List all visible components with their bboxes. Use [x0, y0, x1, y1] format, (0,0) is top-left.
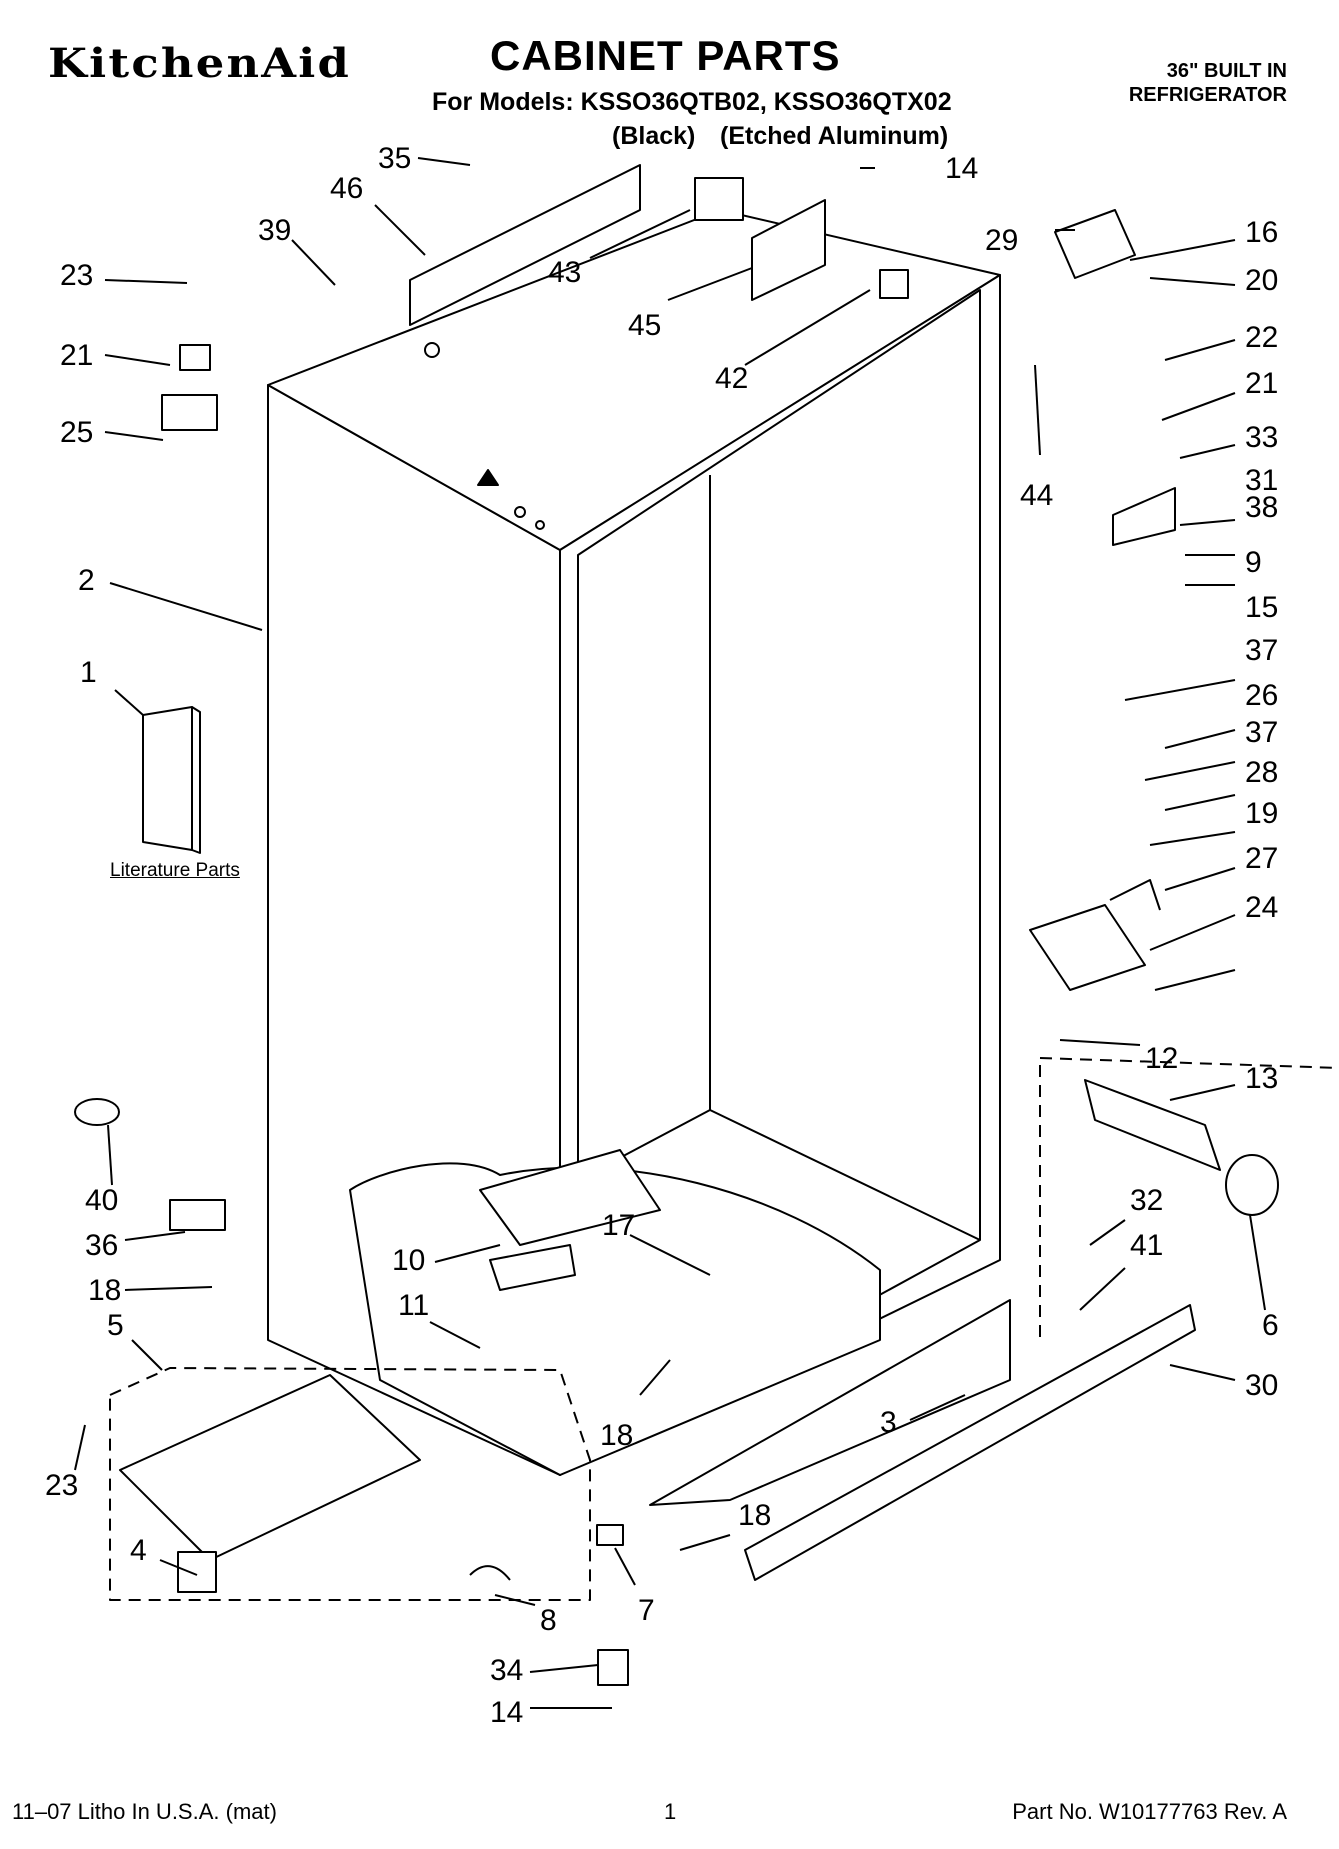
callout-1: 1 — [80, 656, 97, 689]
callout-38: 38 — [1245, 491, 1278, 524]
callout-36: 36 — [85, 1229, 118, 1262]
variant-aluminum: (Etched Aluminum) — [720, 122, 949, 150]
callout-21: 21 — [60, 339, 93, 372]
footer-litho: 11–07 Litho In U.S.A. (mat) — [12, 1799, 277, 1824]
callout-14: 14 — [945, 152, 978, 185]
water-filter — [1084, 1079, 1221, 1171]
literature-booklet — [142, 706, 193, 851]
callout-4: 4 — [130, 1534, 147, 1567]
callout-34: 34 — [490, 1654, 523, 1687]
callout-12: 12 — [1145, 1042, 1178, 1075]
product-type-line1: 36" BUILT IN — [1166, 60, 1287, 82]
callout-16: 16 — [1245, 216, 1278, 249]
callout-11: 11 — [398, 1289, 429, 1322]
leveling-rail — [119, 1374, 421, 1561]
callout-8: 8 — [540, 1604, 557, 1637]
product-type-line2: REFRIGERATOR — [1128, 84, 1287, 106]
callout-18: 18 — [738, 1499, 771, 1532]
callout-28: 28 — [1245, 756, 1278, 789]
callout-39: 39 — [258, 214, 291, 247]
callout-22: 22 — [1245, 321, 1278, 354]
callout-9: 9 — [1245, 546, 1262, 579]
callout-35: 35 — [378, 142, 411, 175]
callout-18: 18 — [88, 1274, 121, 1307]
callout-18: 18 — [600, 1419, 633, 1452]
callout-7: 7 — [638, 1594, 655, 1627]
callout-32: 32 — [1130, 1184, 1163, 1217]
models-line: For Models: KSSO36QTB02, KSSO36QTX02 — [432, 88, 952, 116]
callout-26: 26 — [1245, 679, 1278, 712]
callout-14: 14 — [490, 1696, 523, 1729]
callout-25: 25 — [60, 416, 93, 449]
callout-10: 10 — [392, 1244, 425, 1277]
callout-46: 46 — [330, 172, 363, 205]
literature-parts-label: Literature Parts — [110, 860, 240, 881]
callout-33: 33 — [1245, 421, 1278, 454]
callout-42: 42 — [715, 362, 748, 395]
callout-40: 40 — [85, 1184, 118, 1217]
page-title: CABINET PARTS — [490, 32, 841, 79]
callout-6: 6 — [1262, 1309, 1279, 1342]
callout-43: 43 — [548, 256, 581, 289]
callout-20: 20 — [1245, 264, 1278, 297]
callout-2: 2 — [78, 564, 95, 597]
callout-21: 21 — [1245, 367, 1278, 400]
footer-part-number: Part No. W10177763 Rev. A — [1012, 1799, 1287, 1824]
callout-30: 30 — [1245, 1369, 1278, 1402]
callout-27: 27 — [1245, 842, 1278, 875]
callout-44: 44 — [1020, 479, 1053, 512]
callout-23: 23 — [60, 259, 93, 292]
toe-grille — [744, 1304, 1196, 1581]
variant-black: (Black) — [612, 122, 696, 150]
callout-31: 31 — [1245, 464, 1278, 497]
callout-41: 41 — [1130, 1229, 1163, 1262]
callout-5: 5 — [107, 1309, 124, 1342]
callout-37: 37 — [1245, 716, 1278, 749]
callout-3: 3 — [880, 1406, 897, 1439]
callout-13: 13 — [1245, 1062, 1278, 1095]
footer-page-number: 1 — [664, 1799, 677, 1824]
callout-15: 15 — [1245, 591, 1278, 624]
callout-29: 29 — [985, 224, 1018, 257]
callout-24: 24 — [1245, 891, 1278, 924]
callout-17: 17 — [602, 1209, 635, 1242]
callout-37: 37 — [1245, 634, 1278, 667]
callout-45: 45 — [628, 309, 661, 342]
callout-19: 19 — [1245, 797, 1278, 830]
brand-logo: KitchenAid — [48, 40, 352, 87]
callout-23: 23 — [45, 1469, 78, 1502]
